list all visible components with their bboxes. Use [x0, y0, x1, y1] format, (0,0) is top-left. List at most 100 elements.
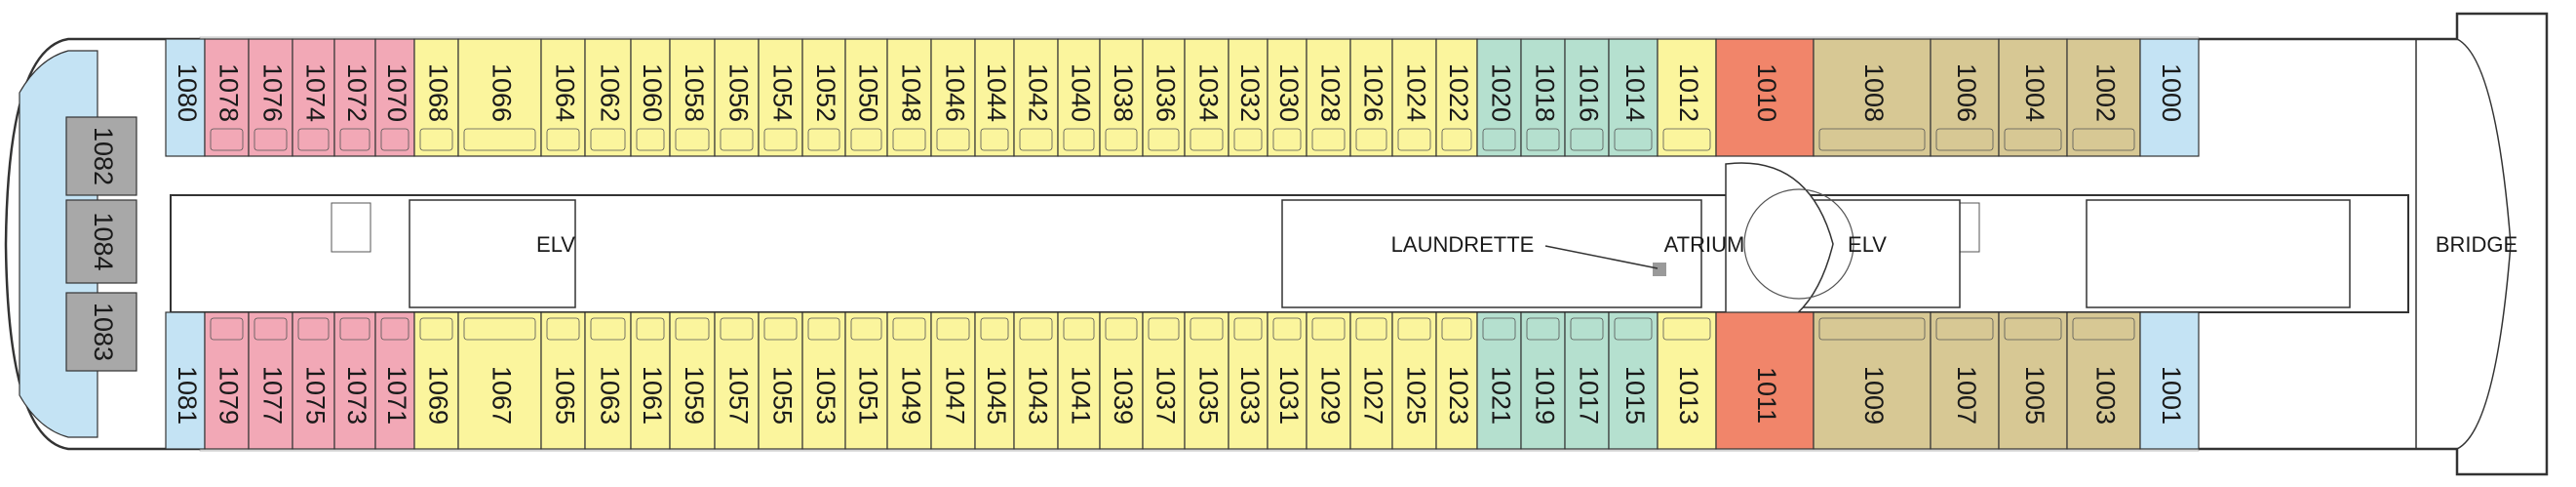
cabin-1061[interactable]: 1061 — [630, 311, 671, 450]
cabin-1083[interactable]: 1083 — [65, 292, 137, 372]
cabin-1042[interactable]: 1042 — [1013, 38, 1059, 157]
cabin-1066[interactable]: 1066 — [457, 38, 542, 157]
cabin-1073[interactable]: 1073 — [333, 311, 376, 450]
cabin-1057[interactable]: 1057 — [714, 311, 760, 450]
cabin-1070[interactable]: 1070 — [374, 38, 415, 157]
cabin-1060[interactable]: 1060 — [630, 38, 671, 157]
cabin-1074[interactable]: 1074 — [292, 38, 335, 157]
cabin-1071[interactable]: 1071 — [374, 311, 415, 450]
cabin-1049[interactable]: 1049 — [886, 311, 932, 450]
cabin-1072[interactable]: 1072 — [333, 38, 376, 157]
cabin-1084[interactable]: 1084 — [65, 199, 137, 284]
cabin-number: 1056 — [723, 63, 753, 122]
cabin-1008[interactable]: 1008 — [1813, 38, 1932, 157]
cabin-1039[interactable]: 1039 — [1099, 311, 1144, 450]
cabin-1018[interactable]: 1018 — [1520, 38, 1566, 157]
cabin-1078[interactable]: 1078 — [204, 38, 250, 157]
cabin-1059[interactable]: 1059 — [669, 311, 716, 450]
cabin-bed — [850, 128, 882, 151]
cabin-1045[interactable]: 1045 — [974, 311, 1015, 450]
cabin-1080[interactable]: 1080 — [165, 38, 206, 157]
cabin-bed — [720, 128, 754, 151]
cabin-1024[interactable]: 1024 — [1391, 38, 1437, 157]
cabin-1036[interactable]: 1036 — [1142, 38, 1186, 157]
cabin-1026[interactable]: 1026 — [1349, 38, 1393, 157]
cabin-1056[interactable]: 1056 — [714, 38, 760, 157]
cabin-1004[interactable]: 1004 — [1998, 38, 2068, 157]
cabin-1041[interactable]: 1041 — [1057, 311, 1101, 450]
cabin-1020[interactable]: 1020 — [1476, 38, 1522, 157]
cabin-1003[interactable]: 1003 — [2066, 311, 2141, 450]
cabin-1002[interactable]: 1002 — [2066, 38, 2141, 157]
cabin-bed — [1355, 317, 1387, 341]
cabin-1034[interactable]: 1034 — [1184, 38, 1229, 157]
cabin-1063[interactable]: 1063 — [584, 311, 632, 450]
cabin-1055[interactable]: 1055 — [758, 311, 803, 450]
cabin-1050[interactable]: 1050 — [844, 38, 888, 157]
cabin-1048[interactable]: 1048 — [886, 38, 932, 157]
cabin-1010[interactable]: 1010 — [1715, 38, 1815, 157]
cabin-1027[interactable]: 1027 — [1349, 311, 1393, 450]
cabin-1037[interactable]: 1037 — [1142, 311, 1186, 450]
cabin-number: 1084 — [89, 212, 118, 270]
cabin-1053[interactable]: 1053 — [801, 311, 846, 450]
cabin-1047[interactable]: 1047 — [930, 311, 976, 450]
cabin-1043[interactable]: 1043 — [1013, 311, 1059, 450]
cabin-1038[interactable]: 1038 — [1099, 38, 1144, 157]
cabin-1082[interactable]: 1082 — [65, 116, 137, 196]
cabin-1000[interactable]: 1000 — [2139, 38, 2200, 157]
cabin-1022[interactable]: 1022 — [1435, 38, 1478, 157]
cabin-1032[interactable]: 1032 — [1228, 38, 1268, 157]
cabin-number: 1030 — [1274, 63, 1304, 122]
cabin-1067[interactable]: 1067 — [457, 311, 542, 450]
cabin-1077[interactable]: 1077 — [248, 311, 293, 450]
cabin-1025[interactable]: 1025 — [1391, 311, 1437, 450]
cabin-box — [886, 38, 932, 157]
cabin-1005[interactable]: 1005 — [1998, 311, 2068, 450]
cabin-1058[interactable]: 1058 — [669, 38, 716, 157]
cabin-1054[interactable]: 1054 — [758, 38, 803, 157]
cabin-bed — [2004, 128, 2062, 151]
cabin-1075[interactable]: 1075 — [292, 311, 335, 450]
cabin-1064[interactable]: 1064 — [540, 38, 586, 157]
cabin-1016[interactable]: 1016 — [1564, 38, 1610, 157]
cabin-1012[interactable]: 1012 — [1657, 38, 1717, 157]
cabin-1013[interactable]: 1013 — [1657, 311, 1717, 450]
cabin-1035[interactable]: 1035 — [1184, 311, 1229, 450]
cabin-1051[interactable]: 1051 — [844, 311, 888, 450]
cabin-1069[interactable]: 1069 — [413, 311, 459, 450]
cabin-1046[interactable]: 1046 — [930, 38, 976, 157]
cabin-1065[interactable]: 1065 — [540, 311, 586, 450]
cabin-1040[interactable]: 1040 — [1057, 38, 1101, 157]
cabin-1028[interactable]: 1028 — [1306, 38, 1351, 157]
cabin-1009[interactable]: 1009 — [1813, 311, 1932, 450]
cabin-1021[interactable]: 1021 — [1476, 311, 1522, 450]
cabin-box — [1099, 38, 1144, 157]
label-laundrette: LAUNDRETTE — [1391, 232, 1535, 257]
cabin-1011[interactable]: 1011 — [1715, 311, 1815, 450]
cabin-1019[interactable]: 1019 — [1520, 311, 1566, 450]
cabin-1081[interactable]: 1081 — [165, 311, 206, 450]
cabin-1044[interactable]: 1044 — [974, 38, 1015, 157]
cabin-1029[interactable]: 1029 — [1306, 311, 1351, 450]
cabin-1030[interactable]: 1030 — [1267, 38, 1308, 157]
cabin-bed — [1662, 128, 1711, 151]
cabin-1031[interactable]: 1031 — [1267, 311, 1308, 450]
cabin-box — [584, 38, 632, 157]
cabin-1014[interactable]: 1014 — [1608, 38, 1659, 157]
cabin-box — [1306, 311, 1351, 450]
cabin-box — [1099, 311, 1144, 450]
cabin-1006[interactable]: 1006 — [1930, 38, 2000, 157]
cabin-1001[interactable]: 1001 — [2139, 311, 2200, 450]
cabin-1007[interactable]: 1007 — [1930, 311, 2000, 450]
cabin-1052[interactable]: 1052 — [801, 38, 846, 157]
cabin-1023[interactable]: 1023 — [1435, 311, 1478, 450]
cabin-1068[interactable]: 1068 — [413, 38, 459, 157]
cabin-1017[interactable]: 1017 — [1564, 311, 1610, 450]
cabin-1079[interactable]: 1079 — [204, 311, 250, 450]
cabin-1076[interactable]: 1076 — [248, 38, 293, 157]
cabin-1062[interactable]: 1062 — [584, 38, 632, 157]
cabin-number: 1048 — [896, 63, 925, 122]
cabin-1015[interactable]: 1015 — [1608, 311, 1659, 450]
cabin-1033[interactable]: 1033 — [1228, 311, 1268, 450]
